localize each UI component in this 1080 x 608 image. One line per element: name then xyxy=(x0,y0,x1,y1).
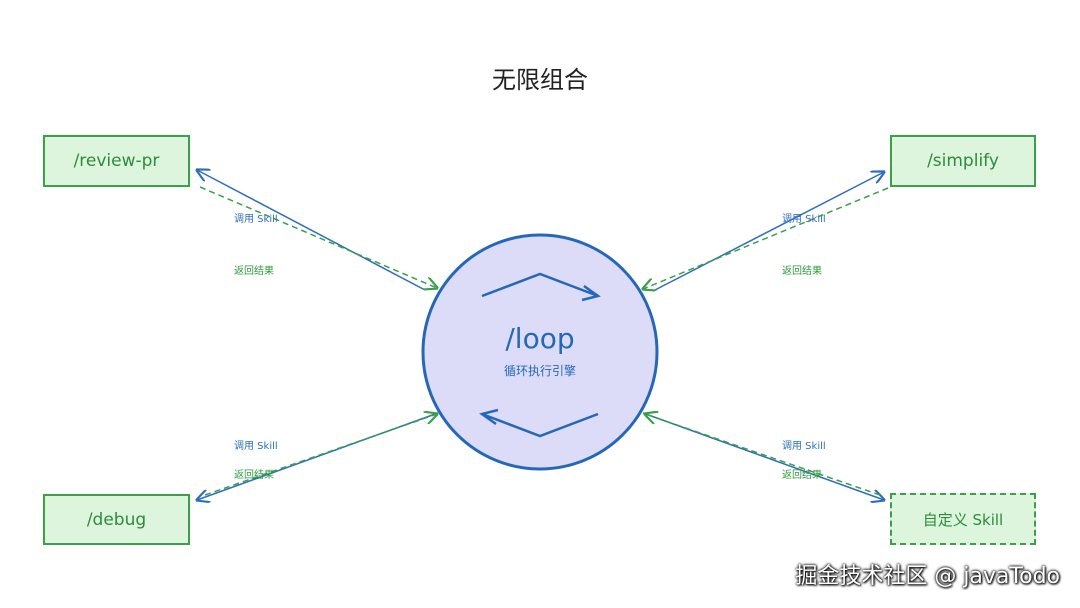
loop-title: /loop xyxy=(505,322,575,355)
call-label-debug: 调用 Skill xyxy=(234,441,278,452)
call-arrow-review-pr xyxy=(197,170,426,291)
node-simplify: /simplify xyxy=(890,135,1036,187)
loop-subtitle: 循环执行引擎 xyxy=(503,364,576,378)
node-simplify-label: /simplify xyxy=(927,151,999,171)
node-review-pr: /review-pr xyxy=(43,135,190,187)
node-custom-skill-label: 自定义 Skill xyxy=(922,510,1004,529)
loop-circle xyxy=(421,233,659,471)
return-label-review-pr: 返回结果 xyxy=(234,266,274,277)
call-label-review-pr: 调用 Skill xyxy=(234,214,278,225)
return-label-custom-skill: 返回结果 xyxy=(782,470,822,481)
call-arrow-simplify xyxy=(654,172,884,291)
watermark: 掘金技术社区 @ javaTodo xyxy=(795,564,1060,589)
loop-arrow-bottom-head xyxy=(479,408,499,426)
return-arrow-custom-skill xyxy=(645,414,881,496)
call-arrow-debug xyxy=(197,412,439,500)
node-review-pr-label: /review-pr xyxy=(73,151,160,171)
call-label-simplify: 调用 Skill xyxy=(782,214,826,225)
return-arrow-simplify xyxy=(643,187,889,289)
call-label-custom-skill: 调用 Skill xyxy=(782,441,826,452)
loop-arrow-bottom xyxy=(481,412,599,438)
call-arrow-custom-skill xyxy=(642,412,884,500)
node-debug-label: /debug xyxy=(86,509,147,530)
return-arrow-debug xyxy=(204,414,437,496)
node-debug: /debug xyxy=(43,494,190,545)
loop-arrow-top-head xyxy=(581,284,601,302)
diagram-title: 无限组合 xyxy=(492,66,588,94)
loop-arrow-top xyxy=(481,272,599,298)
return-label-simplify: 返回结果 xyxy=(782,266,822,277)
node-custom-skill: 自定义 Skill xyxy=(890,493,1036,545)
return-arrow-review-pr xyxy=(199,186,437,288)
return-label-debug: 返回结果 xyxy=(234,470,274,481)
